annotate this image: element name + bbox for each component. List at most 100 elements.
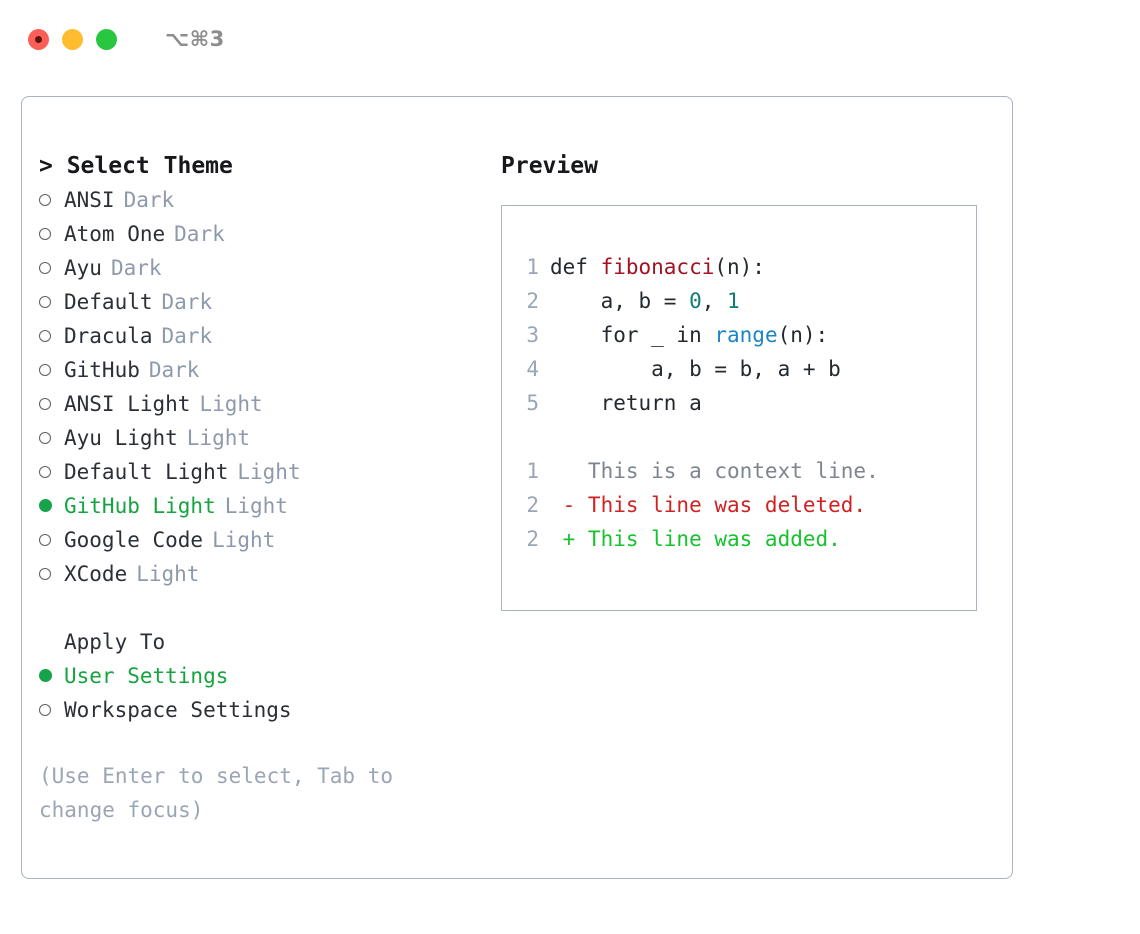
code-token-plain: , (701, 289, 728, 313)
theme-option-label: Google Code (64, 528, 204, 552)
radio-selected-icon (39, 669, 64, 683)
code-line: 5 return a (517, 386, 970, 420)
code-line: 3 for _ in range(n): (517, 318, 970, 352)
theme-option-variant: Dark (110, 256, 162, 280)
diff-line-text: - This line was deleted. (550, 493, 867, 517)
theme-option-label: XCode (64, 562, 128, 586)
code-token-plain: (n): (777, 323, 829, 347)
radio-unselected-icon (39, 568, 64, 581)
theme-option-label: GitHub Light (64, 494, 216, 518)
apply-to-option-workspace-settings[interactable]: Workspace Settings (39, 693, 479, 727)
code-token-fn: fibonacci (600, 255, 715, 279)
close-button[interactable] (28, 28, 49, 50)
window-title: ⌥⌘3 (165, 27, 225, 51)
radio-dot (39, 398, 51, 410)
zoom-button[interactable] (96, 28, 117, 50)
theme-option-variant: Light (224, 494, 288, 518)
code-spacer (517, 420, 970, 454)
code-token-plain: for _ in (550, 323, 715, 347)
code-token-plain: a, b = b, a + b (550, 357, 841, 381)
radio-unselected-icon (39, 194, 64, 207)
theme-option-ayu[interactable]: Ayu Dark (39, 251, 479, 285)
code-token-num: 0 (689, 289, 702, 313)
radio-unselected-icon (39, 296, 64, 309)
theme-option-label: Default (64, 290, 153, 314)
minimize-button[interactable] (62, 28, 83, 50)
apply-to-option-label: Workspace Settings (64, 698, 292, 722)
theme-option-label: Ayu (64, 256, 102, 280)
select-theme-heading: > Select Theme (39, 153, 233, 179)
radio-unselected-icon (39, 466, 64, 479)
line-number: 2 (526, 527, 539, 551)
theme-option-variant: Light (136, 562, 200, 586)
theme-option-label: Atom One (64, 222, 166, 246)
traffic-lights (28, 28, 117, 50)
theme-option-label: ANSI (64, 188, 115, 212)
radio-unselected-icon (39, 228, 64, 241)
diff-sample: 1 This is a context line.2 - This line w… (517, 454, 970, 556)
theme-option-variant: Light (186, 426, 251, 450)
code-line-text: def fibonacci(n): (550, 250, 765, 284)
radio-unselected-icon (39, 534, 64, 547)
radio-selected-icon (39, 499, 64, 513)
radio-unselected-icon (39, 432, 64, 445)
radio-dot (39, 499, 52, 512)
theme-option-label: GitHub (64, 358, 140, 382)
apply-to-option-user-settings[interactable]: User Settings (39, 659, 479, 693)
radio-unselected-icon (39, 330, 64, 343)
theme-option-variant: Dark (123, 188, 175, 212)
code-token-plain: return a (550, 391, 702, 415)
radio-unselected-icon (39, 398, 64, 411)
code-line: 4 a, b = b, a + b (517, 352, 970, 386)
code-line-text: for _ in range(n): (550, 318, 829, 352)
theme-option-atom-one[interactable]: Atom One Dark (39, 217, 479, 251)
theme-option-ansi[interactable]: ANSI Dark (39, 183, 479, 217)
theme-option-label: ANSI Light (64, 392, 191, 416)
code-line-text: a, b = b, a + b (550, 352, 841, 386)
radio-dot (39, 262, 51, 274)
line-number: 2 (526, 289, 539, 313)
theme-option-default[interactable]: Default Dark (39, 285, 479, 319)
radio-dot (39, 364, 51, 376)
line-number: 2 (526, 493, 539, 517)
theme-option-ayu-light[interactable]: Ayu Light Light (39, 421, 479, 455)
code-token-call: range (714, 323, 778, 347)
radio-dot (39, 194, 51, 206)
keyboard-hint: (Use Enter to select, Tab to change focu… (39, 764, 406, 822)
diff-line-del: 2 - This line was deleted. (517, 488, 970, 522)
line-number: 5 (526, 391, 539, 415)
line-number: 3 (526, 323, 539, 347)
theme-option-label: Default Light (64, 460, 229, 484)
code-token-num: 1 (727, 289, 740, 313)
radio-dot (39, 669, 52, 682)
theme-option-xcode[interactable]: XCode Light (39, 557, 479, 591)
theme-option-variant: Dark (174, 222, 225, 246)
theme-option-ansi-light[interactable]: ANSI Light Light (39, 387, 479, 421)
theme-option-variant: Light (199, 392, 263, 416)
diff-line-ctx: 1 This is a context line. (517, 454, 970, 488)
code-line-text: a, b = 0, 1 (550, 284, 740, 318)
line-number: 1 (526, 459, 539, 483)
radio-dot (39, 568, 51, 580)
title-bar: ⌥⌘3 (0, 0, 1140, 78)
theme-option-variant: Dark (161, 290, 213, 314)
theme-option-github-light[interactable]: GitHub Light Light (39, 489, 479, 523)
theme-option-label: Ayu Light (64, 426, 178, 450)
radio-dot (39, 296, 51, 308)
code-token-plain: a, b = (550, 289, 690, 313)
radio-unselected-icon (39, 262, 64, 275)
radio-unselected-icon (39, 704, 64, 717)
apply-to-heading: Apply To (64, 630, 166, 654)
theme-option-label: Dracula (64, 324, 153, 348)
diff-line-text: + This line was added. (550, 527, 841, 551)
apply-to-option-label: User Settings (64, 664, 229, 688)
